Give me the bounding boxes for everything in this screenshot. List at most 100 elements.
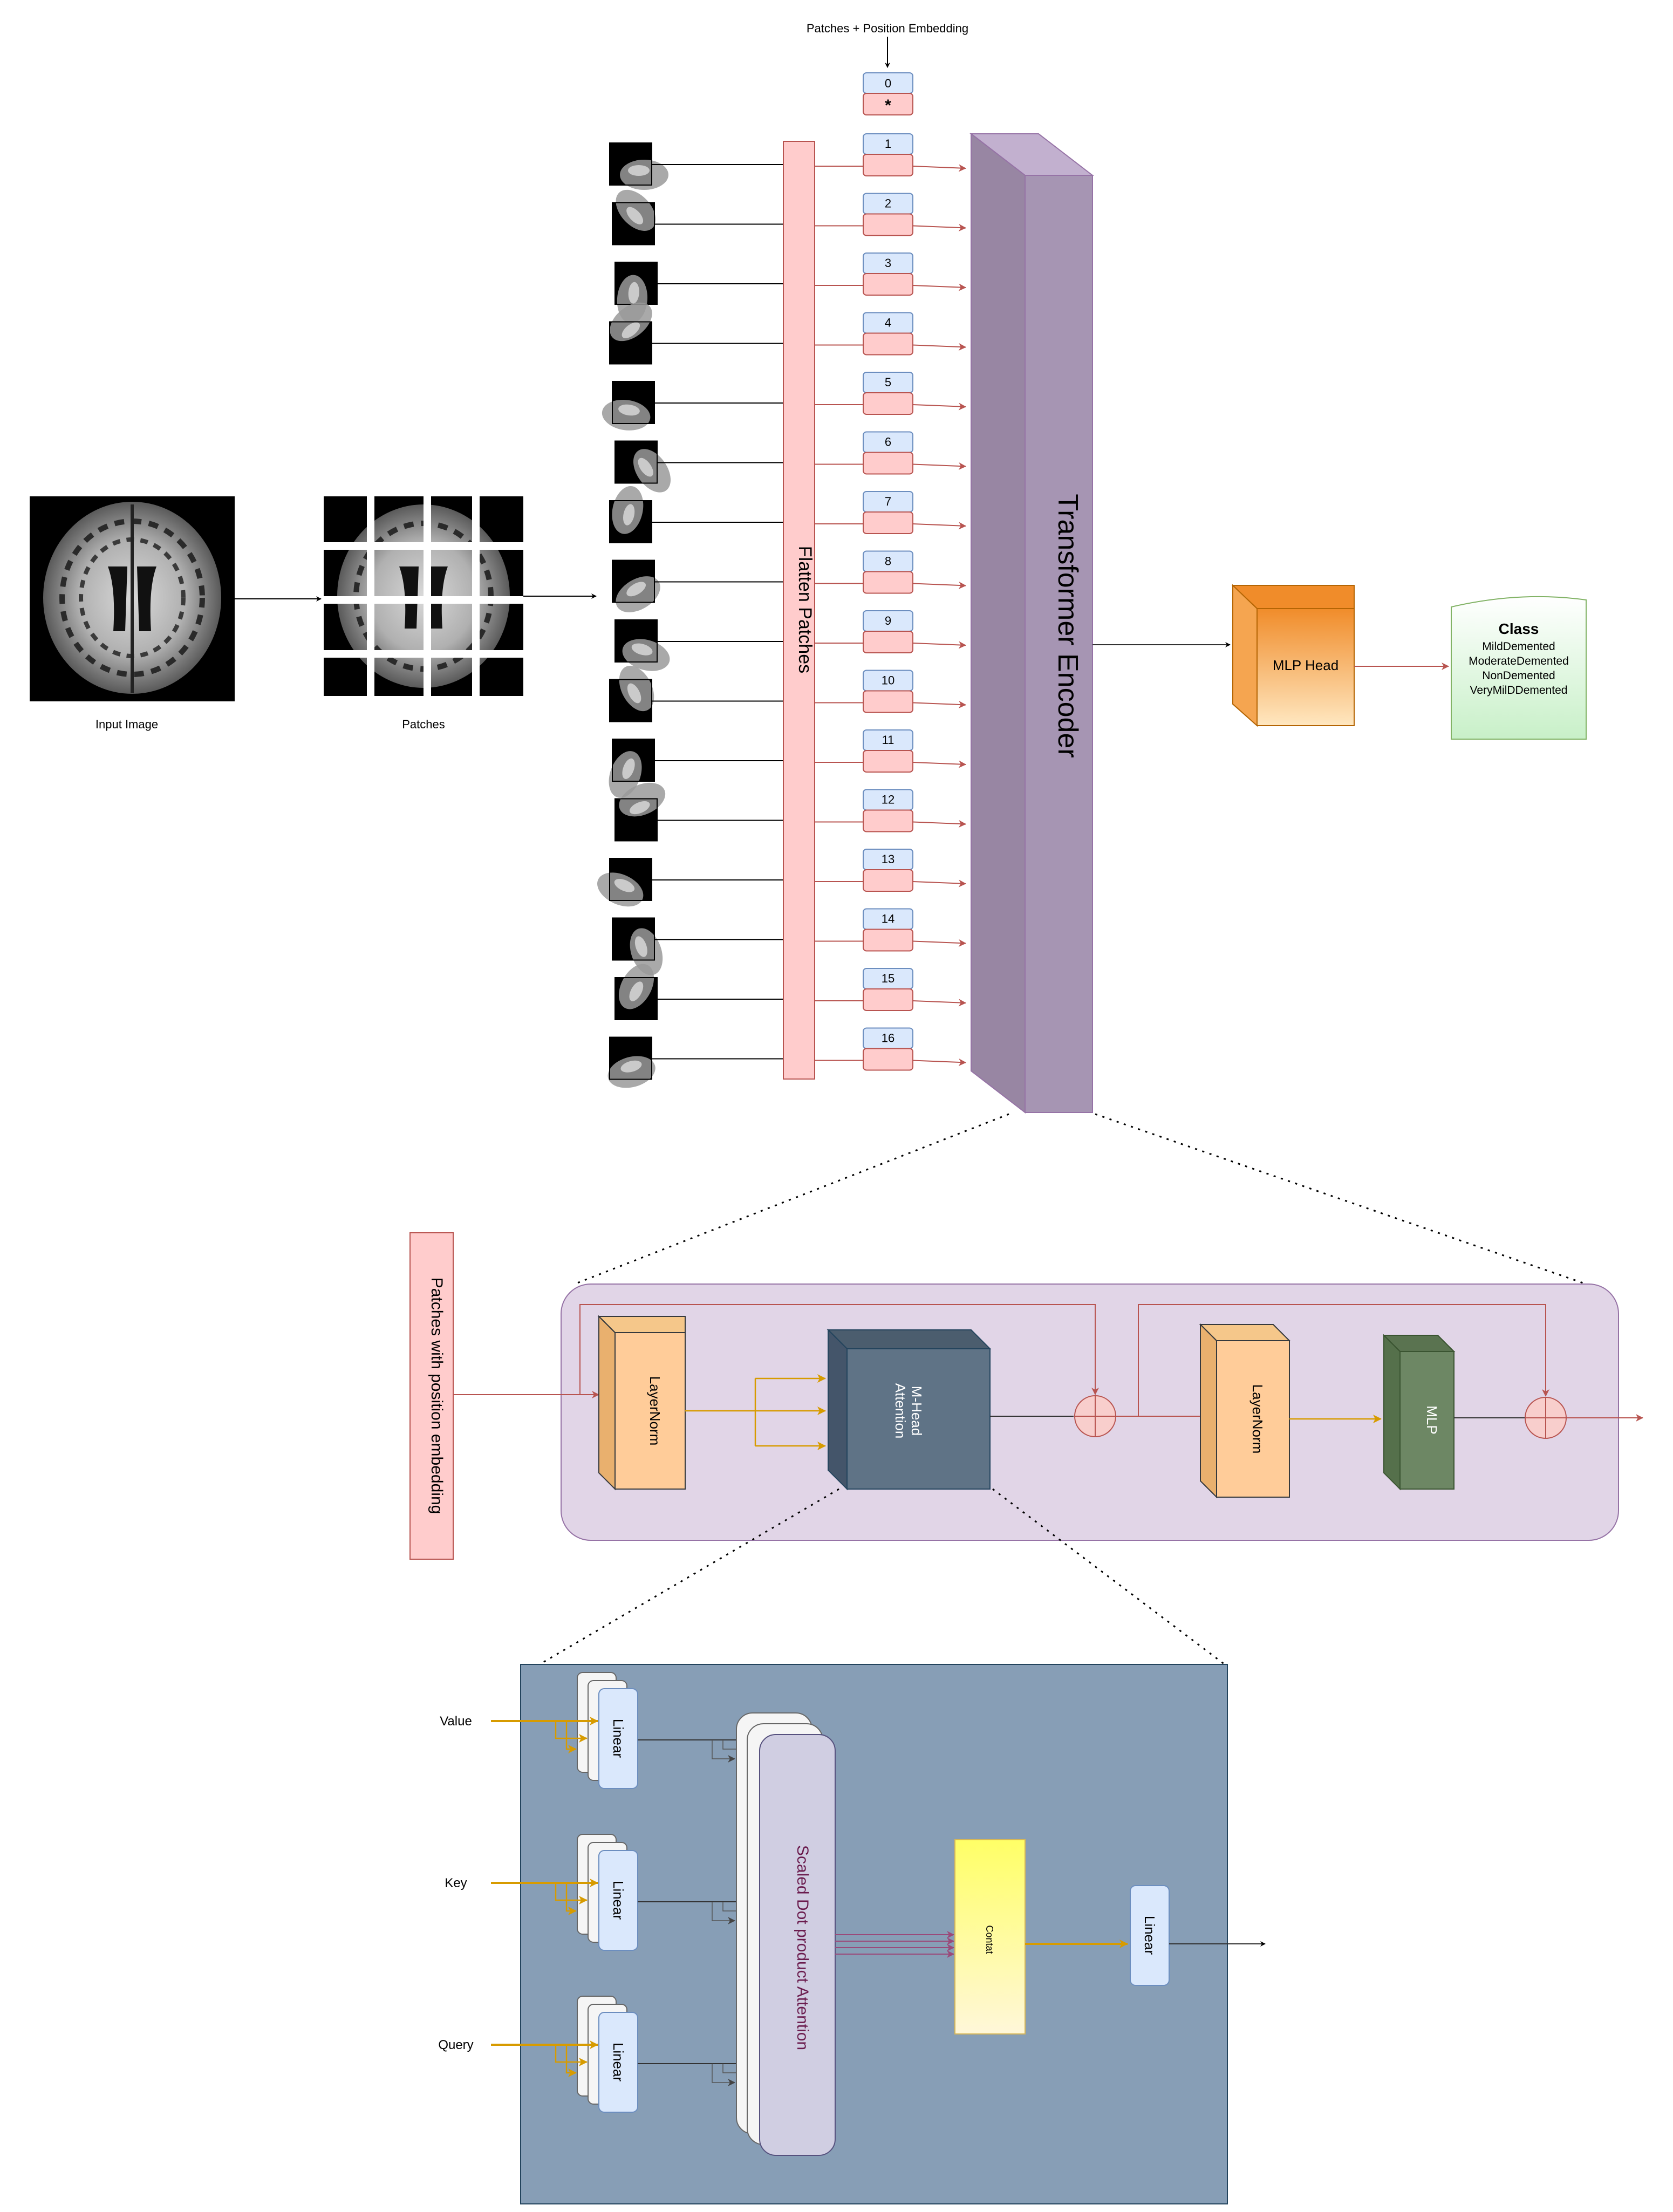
mlp-head (1231, 584, 1355, 727)
sdpa-stack (736, 1712, 836, 2156)
attention-input-label-1: Key (445, 1876, 467, 1890)
embedding-13: 13 (863, 849, 913, 892)
residual-path-1 (579, 1304, 1099, 1395)
embedding-to-encoder-arrow-3 (912, 283, 966, 291)
concat-label: Contat (984, 1925, 995, 1954)
flatten-patches-label: Flatten Patches (795, 546, 815, 673)
residual-add-icon-1 (1074, 1395, 1116, 1437)
embedding-index-2: 2 (885, 197, 891, 210)
layernorm-1-label: LayerNorm (647, 1376, 663, 1446)
zoom-line-right (1095, 1113, 1587, 1285)
layernorm-1 (597, 1315, 686, 1491)
linear-block-query (598, 2012, 638, 2113)
embedding-7: 7 (863, 491, 913, 534)
embedding-6: 6 (863, 431, 913, 475)
mlp-head-label: MLP Head (1273, 657, 1339, 673)
attention-input-row-value: Value Linear (440, 1672, 759, 1789)
mhead-attention-label-1: M-Head (909, 1386, 925, 1436)
patch-tile-12 (614, 782, 666, 842)
patch-tile-15 (614, 964, 658, 1020)
patches-position-embedding-label: Patches + Position Embedding (807, 22, 968, 35)
embedding-to-encoder-arrow-7 (912, 522, 966, 530)
residual-add-icon-2 (1525, 1397, 1567, 1439)
embedding-index-14: 14 (882, 912, 894, 926)
mhead-attention-block (827, 1328, 992, 1491)
embedding-to-encoder-arrow-5 (912, 402, 966, 411)
layernorm-2-label: LayerNorm (1249, 1384, 1266, 1454)
embedding-4: 4 (863, 312, 913, 356)
embedding-5: 5 (863, 372, 913, 415)
embedding-index-3: 3 (885, 256, 891, 270)
zoom-line-attn-left (539, 1488, 839, 1665)
embedding-2: 2 (863, 193, 913, 236)
embedding-to-encoder-arrow-4 (912, 343, 966, 351)
embedding-12: 12 (863, 789, 913, 832)
embedding-9: 9 (863, 610, 913, 653)
embedding-index-13: 13 (882, 852, 894, 866)
class-item-1: ModerateDemented (1469, 655, 1569, 667)
zoom-line-left (574, 1113, 1009, 1285)
attention-input-row-key: Key Linear (445, 1834, 759, 1951)
flatten-patches-bar (783, 141, 815, 1080)
embedding-index-12: 12 (882, 793, 894, 807)
sdpa-to-concat-arrows (835, 1931, 954, 1958)
embedding-to-encoder-arrow-11 (912, 760, 966, 768)
embedding-8: 8 (863, 550, 913, 594)
embedding-index-1: 1 (885, 137, 891, 151)
cls-symbol: * (885, 97, 891, 114)
embedding-index-11: 11 (882, 733, 894, 747)
layernorm-to-attention-arrows (685, 1374, 826, 1450)
embedding-3: 3 (863, 252, 913, 296)
embedding-to-encoder-arrow-15 (912, 999, 966, 1007)
patch-tile-2 (612, 189, 656, 245)
output-linear-label: Linear (1142, 1916, 1158, 1955)
patch-tile-4 (609, 302, 652, 365)
embedding-index-5: 5 (885, 376, 891, 389)
linear-block-key (598, 1850, 638, 1951)
embedding-to-encoder-arrow-6 (912, 462, 966, 470)
patches-grid (324, 496, 523, 696)
mhead-attention-label-2: Attention (892, 1383, 909, 1439)
mlp-label: MLP (1424, 1405, 1440, 1434)
concat-block (954, 1839, 1026, 2035)
linear-label-value: Linear (610, 1719, 626, 1758)
patch-tile-11 (609, 739, 655, 798)
layernorm-2 (1199, 1323, 1291, 1499)
embedding-16: 16 (863, 1027, 913, 1071)
embedding-to-encoder-arrow-12 (912, 820, 966, 828)
embedding-14: 14 (863, 908, 913, 952)
embedding-to-encoder-arrow-1 (912, 164, 966, 172)
transformer-encoder-label: Transformer Encoder (1052, 494, 1083, 757)
patch-tile-14 (612, 917, 663, 975)
attention-input-label-0: Value (440, 1714, 472, 1729)
mlp-block (1382, 1334, 1456, 1491)
linear-label-query: Linear (610, 2043, 626, 2082)
patch-tile-8 (612, 559, 660, 612)
embedding-index-15: 15 (882, 972, 894, 985)
embedding-to-encoder-arrow-13 (912, 879, 966, 887)
embedding-index-16: 16 (882, 1032, 894, 1045)
embedding-to-encoder-arrow-2 (912, 223, 966, 231)
embedding-10: 10 (863, 670, 913, 713)
embedding-11: 11 (863, 729, 913, 773)
embedding-index-9: 9 (885, 614, 891, 627)
linear-label-key: Linear (610, 1881, 626, 1920)
embedding-15: 15 (863, 968, 913, 1011)
embedding-to-encoder-arrow-8 (912, 581, 966, 589)
linear-block-value (598, 1688, 638, 1789)
class-box (1451, 596, 1587, 740)
class-item-2: NonDemented (1482, 670, 1555, 682)
cls-index: 0 (885, 77, 891, 90)
patch-tile-16 (607, 1036, 655, 1088)
embedding-index-6: 6 (885, 435, 891, 449)
transformer-encoder (969, 132, 1094, 1114)
patches-label: Patches (402, 718, 445, 731)
attention-input-label-2: Query (438, 2038, 473, 2052)
embedding-to-encoder-arrow-14 (912, 939, 966, 947)
patch-tile-10 (609, 665, 654, 722)
embedding-index-10: 10 (882, 674, 894, 687)
class-item-0: MildDemented (1482, 640, 1555, 653)
patch-tile-7 (609, 486, 652, 543)
embedding-1: 1 (863, 133, 913, 176)
cls-token: 0 * (863, 72, 913, 115)
